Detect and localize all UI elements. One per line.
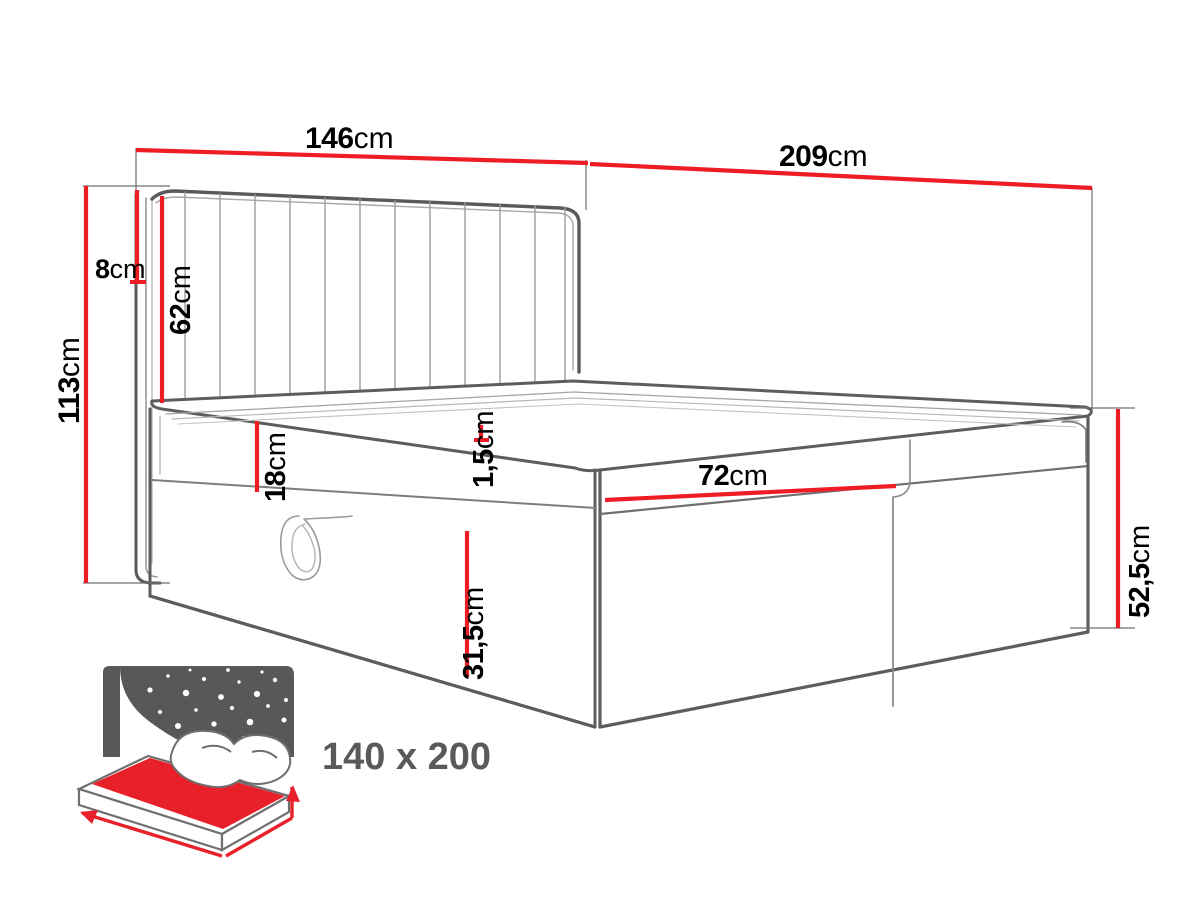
moon-swoosh [120, 666, 220, 757]
dimension-label-146: 146cm [305, 124, 394, 154]
dimension-label-72: 72cm [698, 462, 768, 491]
dim-line-209 [589, 161, 1093, 191]
mattress-arrowheads [80, 785, 300, 824]
red-bedding [92, 758, 285, 829]
dimension-unit-72: cm [729, 460, 768, 492]
dimension-value-209: 209 [779, 140, 828, 173]
mattress-right-face [220, 794, 291, 852]
mattress-size-caption: 140 x 200 [322, 736, 492, 778]
dimension-value-146: 146 [305, 122, 354, 155]
pillow-cluster [169, 729, 292, 789]
dimension-unit-146: cm [353, 122, 394, 155]
dimension-unit-209: cm [827, 140, 868, 173]
dim-line-72 [604, 483, 897, 503]
dimension-unit-8: cm [109, 254, 146, 284]
dimension-value-72: 72 [698, 460, 730, 492]
dim-line-146 [135, 147, 589, 166]
dimension-label-8: 8cm [95, 256, 146, 283]
dimension-label-209: 209cm [779, 142, 868, 172]
dimension-value-8: 8 [95, 254, 110, 284]
